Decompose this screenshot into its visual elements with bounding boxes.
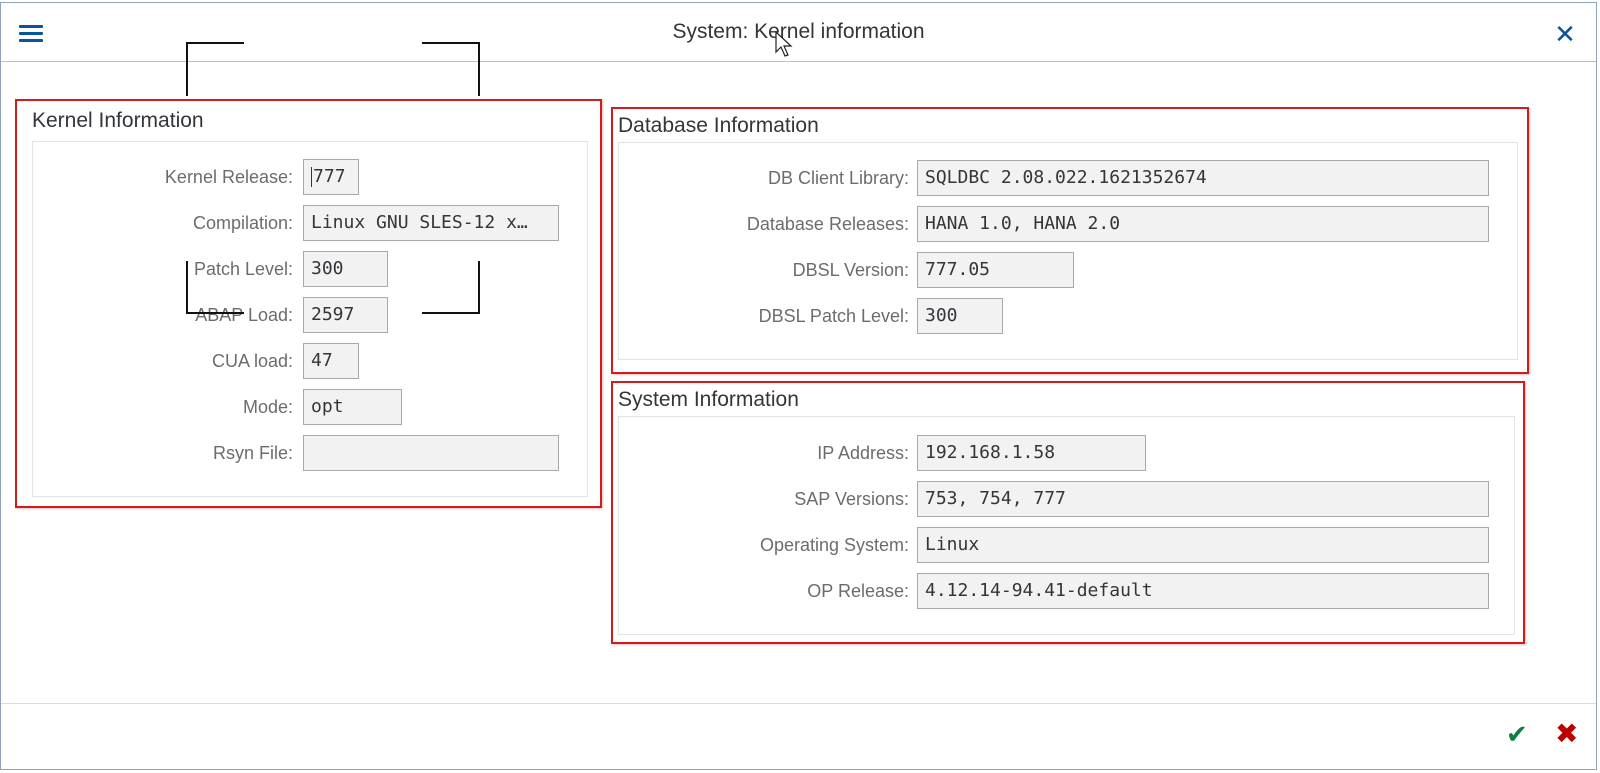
annotation-line xyxy=(186,312,244,314)
annotation-line xyxy=(478,261,480,314)
field-label: Rsyn File: xyxy=(212,443,293,463)
field-row-dbsl-patch-level: DBSL Patch Level: 300 xyxy=(619,298,1517,335)
annotation-line xyxy=(478,42,480,96)
field-row-op-release: OP Release: 4.12.14-94.41-default xyxy=(619,573,1514,610)
db-client-library-field[interactable]: SQLDBC 2.08.022.1621352674 xyxy=(917,160,1489,196)
operating-system-field[interactable]: Linux xyxy=(917,527,1489,563)
system-information-section: System Information IP Address: 192.168.1… xyxy=(611,381,1525,644)
database-releases-field[interactable]: HANA 1.0, HANA 2.0 xyxy=(917,206,1489,242)
database-fields-group: DB Client Library: SQLDBC 2.08.022.16213… xyxy=(618,142,1518,360)
database-information-section: Database Information DB Client Library: … xyxy=(611,107,1529,374)
field-row-patch-level: Patch Level: 300 xyxy=(33,251,587,288)
field-row-database-releases: Database Releases: HANA 1.0, HANA 2.0 xyxy=(619,206,1517,243)
mouse-pointer-icon xyxy=(775,31,793,57)
field-label: SAP Versions: xyxy=(794,489,909,509)
kernel-information-section: Kernel Information Kernel Release: 777 C… xyxy=(15,99,602,508)
field-label: ABAP Load: xyxy=(195,305,293,325)
field-label: OP Release: xyxy=(807,581,909,601)
section-title: Kernel Information xyxy=(32,109,204,132)
field-row-cua-load: CUA load: 47 xyxy=(33,343,587,380)
field-label: Patch Level: xyxy=(193,259,293,279)
field-label: IP Address: xyxy=(817,443,909,463)
annotation-line xyxy=(186,261,188,314)
field-label: DBSL Version: xyxy=(792,260,909,280)
field-row-rsyn-file: Rsyn File: xyxy=(33,435,587,472)
field-label: Compilation: xyxy=(192,213,293,233)
field-label: Mode: xyxy=(242,397,293,417)
field-value: 777 xyxy=(313,166,346,187)
field-label: CUA load: xyxy=(211,351,293,371)
field-row-dbsl-version: DBSL Version: 777.05 xyxy=(619,252,1517,289)
dbsl-patch-level-field[interactable]: 300 xyxy=(917,298,1003,334)
field-label: Database Releases: xyxy=(746,214,909,234)
annotation-line xyxy=(186,42,244,44)
field-row-db-client-library: DB Client Library: SQLDBC 2.08.022.16213… xyxy=(619,160,1517,197)
abap-load-field[interactable]: 2597 xyxy=(303,297,388,333)
checkmark-icon[interactable]: ✔ xyxy=(1506,719,1528,749)
field-row-ip-address: IP Address: 192.168.1.58 xyxy=(619,435,1514,472)
field-row-compilation: Compilation: Linux GNU SLES-12 x… xyxy=(33,205,587,242)
kernel-fields-group: Kernel Release: 777 Compilation: Linux G… xyxy=(32,141,588,497)
dialog-title: System: Kernel information xyxy=(672,20,925,43)
section-title: System Information xyxy=(618,388,799,411)
field-label: DB Client Library: xyxy=(767,168,909,188)
annotation-line xyxy=(186,42,188,96)
op-release-field[interactable]: 4.12.14-94.41-default xyxy=(917,573,1489,609)
field-row-sap-versions: SAP Versions: 753, 754, 777 xyxy=(619,481,1514,518)
field-label: Operating System: xyxy=(759,535,909,555)
compilation-field[interactable]: Linux GNU SLES-12 x… xyxy=(303,205,559,241)
hamburger-menu-icon[interactable] xyxy=(19,25,43,45)
sap-versions-field[interactable]: 753, 754, 777 xyxy=(917,481,1489,517)
patch-level-field[interactable]: 300 xyxy=(303,251,388,287)
field-row-mode: Mode: opt xyxy=(33,389,587,426)
mode-field[interactable]: opt xyxy=(303,389,402,425)
annotation-line xyxy=(422,312,480,314)
field-row-abap-load: ABAP Load: 2597 xyxy=(33,297,587,334)
text-caret xyxy=(311,167,312,187)
title-bar: System: Kernel information ✕ xyxy=(1,3,1596,62)
cancel-icon[interactable]: ✖ xyxy=(1555,718,1579,749)
cua-load-field[interactable]: 47 xyxy=(303,343,359,379)
dbsl-version-field[interactable]: 777.05 xyxy=(917,252,1074,288)
kernel-release-field[interactable]: 777 xyxy=(303,159,359,195)
section-title: Database Information xyxy=(618,114,819,137)
system-fields-group: IP Address: 192.168.1.58 SAP Versions: 7… xyxy=(618,416,1515,635)
annotation-line xyxy=(422,42,480,44)
field-label: DBSL Patch Level: xyxy=(758,306,909,326)
close-icon[interactable]: ✕ xyxy=(1554,19,1576,49)
ip-address-field[interactable]: 192.168.1.58 xyxy=(917,435,1146,471)
field-row-kernel-release: Kernel Release: 777 xyxy=(33,159,587,196)
footer-divider xyxy=(1,703,1596,704)
rsyn-file-field[interactable] xyxy=(303,435,559,471)
field-row-operating-system: Operating System: Linux xyxy=(619,527,1514,564)
field-label: Kernel Release: xyxy=(164,167,293,187)
